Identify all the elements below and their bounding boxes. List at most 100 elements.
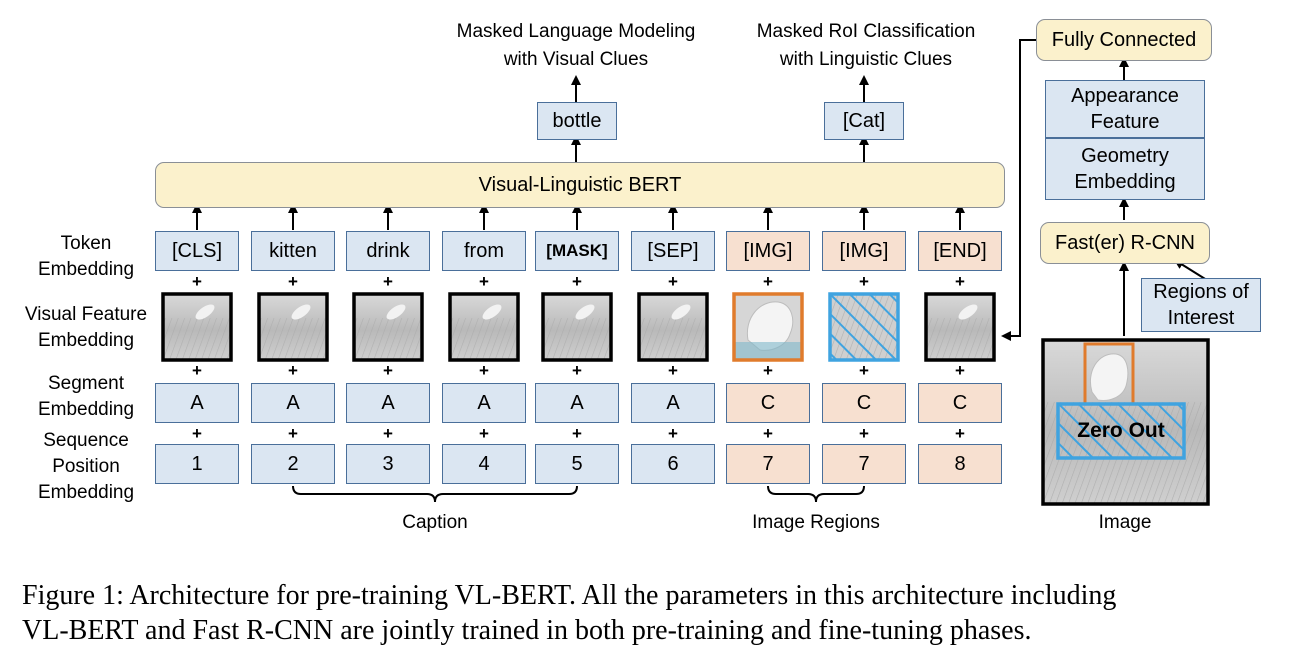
row-label-visual-line1: Visual Feature	[24, 304, 148, 325]
position-embedding-cell: 4	[442, 444, 526, 484]
plus-sign: +	[479, 361, 489, 380]
visual-thumb-bottle-region	[732, 292, 804, 362]
row-label-token-line2: Embedding	[37, 259, 135, 280]
plus-sign: +	[288, 361, 298, 380]
image-regions-group-label: Image Regions	[752, 512, 880, 533]
caption-brace	[292, 485, 578, 503]
visual-thumb	[161, 292, 233, 362]
position-embedding-cell: 6	[631, 444, 715, 484]
visual-thumb	[448, 292, 520, 362]
segment-embedding-cell: A	[535, 383, 619, 423]
regions-of-interest-line2: Interest	[1167, 307, 1235, 329]
segment-embedding-cell: A	[251, 383, 335, 423]
plus-sign: +	[383, 361, 393, 380]
visual-linguistic-bert-block: Visual-Linguistic BERT	[155, 162, 1005, 208]
visual-feature-images	[161, 292, 996, 362]
plus-sign: +	[859, 424, 869, 443]
row-label-token-line1: Token	[60, 233, 112, 254]
regions-of-interest-line1: Regions of	[1153, 281, 1249, 303]
plus-sign: +	[668, 424, 678, 443]
segment-embedding-cell: C	[726, 383, 810, 423]
visual-thumb	[541, 292, 613, 362]
segment-embedding-cell: C	[822, 383, 906, 423]
row-label-position-line1: Sequence	[43, 430, 129, 451]
row-label-segment: Segment Embedding	[6, 371, 166, 423]
plus-sign: +	[572, 361, 582, 380]
plus-sign: +	[763, 361, 773, 380]
plus-sign: +	[859, 272, 869, 291]
row-label-visual-line2: Embedding	[37, 330, 135, 351]
regions-of-interest-block: Regions of Interest	[1141, 278, 1261, 332]
plus-sign: +	[668, 361, 678, 380]
position-embedding-cell: 1	[155, 444, 239, 484]
row-label-position-line3: Embedding	[37, 482, 135, 503]
plus-sign: +	[763, 272, 773, 291]
plus-sign: +	[668, 272, 678, 291]
plus-sign: +	[288, 424, 298, 443]
geometry-embedding-block: Geometry Embedding	[1045, 138, 1205, 200]
plus-sign: +	[955, 361, 965, 380]
row-label-position-line2: Position	[52, 456, 120, 477]
source-image	[1041, 338, 1210, 506]
plus-sign: +	[383, 424, 393, 443]
plus-sign: +	[572, 424, 582, 443]
row-label-token: Token Embedding	[6, 231, 166, 283]
segment-embedding-cell: A	[346, 383, 430, 423]
position-embedding-cell: 8	[918, 444, 1002, 484]
token-embedding-cell: from	[442, 231, 526, 271]
segment-embedding-cell: A	[155, 383, 239, 423]
position-embedding-cell: 7	[822, 444, 906, 484]
plus-sign: +	[479, 272, 489, 291]
token-embedding-cell: kitten	[251, 231, 335, 271]
segment-embedding-cell: C	[918, 383, 1002, 423]
image-regions-brace	[767, 485, 865, 503]
plus-sign: +	[572, 272, 582, 291]
position-embedding-cell: 3	[346, 444, 430, 484]
appearance-feature-line2: Feature	[1090, 111, 1160, 133]
plus-sign: +	[192, 272, 202, 291]
appearance-feature-line1: Appearance	[1071, 85, 1179, 107]
token-embedding-cell: [SEP]	[631, 231, 715, 271]
appearance-feature-block: Appearance Feature	[1045, 80, 1205, 138]
plus-sign: +	[383, 272, 393, 291]
segment-embedding-cell: A	[442, 383, 526, 423]
figure-caption-line2: VL-BERT and Fast R-CNN are jointly train…	[22, 615, 1032, 646]
token-embedding-cell: [END]	[918, 231, 1002, 271]
mlm-title-line2: with Visual Clues	[503, 49, 649, 70]
image-label: Image	[1098, 512, 1152, 533]
arrows-token-to-bert	[192, 203, 965, 230]
visual-thumb	[924, 292, 996, 362]
token-embedding-cell-mask: [MASK]	[535, 231, 619, 271]
mlm-title-line1: Masked Language Modeling	[456, 21, 696, 42]
row-label-segment-line1: Segment	[47, 373, 125, 394]
token-embedding-cell: [IMG]	[822, 231, 906, 271]
mlm-output-token: bottle	[537, 102, 617, 140]
caption-group-label: Caption	[402, 512, 468, 533]
roi-output-token: [Cat]	[824, 102, 904, 140]
plus-sign: +	[192, 361, 202, 380]
plus-sign: +	[288, 272, 298, 291]
position-embedding-cell: 5	[535, 444, 619, 484]
plus-sign: +	[192, 424, 202, 443]
fully-connected-block: Fully Connected	[1036, 19, 1212, 61]
figure-caption-line1: Figure 1: Architecture for pre-training …	[22, 580, 1117, 611]
visual-thumb	[257, 292, 329, 362]
row-label-segment-line2: Embedding	[37, 399, 135, 420]
visual-thumb	[637, 292, 709, 362]
plus-sign: +	[955, 272, 965, 291]
token-embedding-cell: [CLS]	[155, 231, 239, 271]
zero-out-label: Zero Out	[1077, 419, 1165, 442]
position-embedding-cell: 2	[251, 444, 335, 484]
visual-thumb	[352, 292, 424, 362]
plus-sign: +	[763, 424, 773, 443]
row-label-visual: Visual Feature Embedding	[6, 302, 166, 354]
fast-rcnn-block: Fast(er) R-CNN	[1040, 222, 1210, 264]
plus-sign: +	[955, 424, 965, 443]
token-embedding-cell: [IMG]	[726, 231, 810, 271]
visual-thumb-cat-region	[828, 292, 900, 362]
token-embedding-cell: drink	[346, 231, 430, 271]
plus-sign: +	[859, 361, 869, 380]
roi-title-line1: Masked RoI Classification	[756, 21, 976, 42]
